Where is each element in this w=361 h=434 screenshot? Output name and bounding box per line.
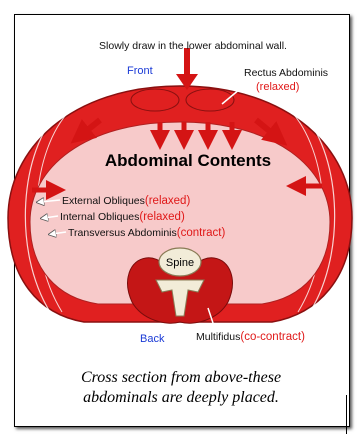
instruction-text: Slowly draw in the lower abdominal wall. [99,40,287,52]
internal-obliques-label: Internal Obliques(relaxed) [60,211,185,223]
front-label: Front [127,65,153,77]
caption-line-2: abdominals are deeply placed. [20,388,342,408]
transversus-abdominis-state: (contract) [177,227,226,239]
multifidus-name: Multifidus [196,331,240,343]
transversus-abdominis-label: Transversus Abdominis(contract) [68,227,225,239]
external-obliques-label: External Obliques(relaxed) [62,195,190,207]
transversus-abdominis-name: Transversus Abdominis [68,227,177,239]
draw-in-arrow [176,48,198,90]
spine-label: Spine [166,257,194,269]
internal-obliques-name: Internal Obliques [60,211,139,223]
rectus-abdominis-state: (relaxed) [256,81,299,93]
external-obliques-name: External Obliques [62,195,145,207]
figure-caption: Cross section from above-these abdominal… [20,368,342,408]
back-label: Back [140,333,165,345]
rectus-abdominis-label: Rectus Abdominis [244,67,328,79]
abdominal-contents-label: Abdominal Contents [105,151,271,170]
multifidus-label: Multifidus(co-contract) [196,331,305,343]
rectus-abdominis-left [131,89,179,111]
multifidus-state: (co-contract) [240,331,305,343]
external-obliques-state: (relaxed) [145,195,191,207]
caption-line-1: Cross section from above-these [20,368,342,388]
internal-obliques-state: (relaxed) [139,211,185,223]
